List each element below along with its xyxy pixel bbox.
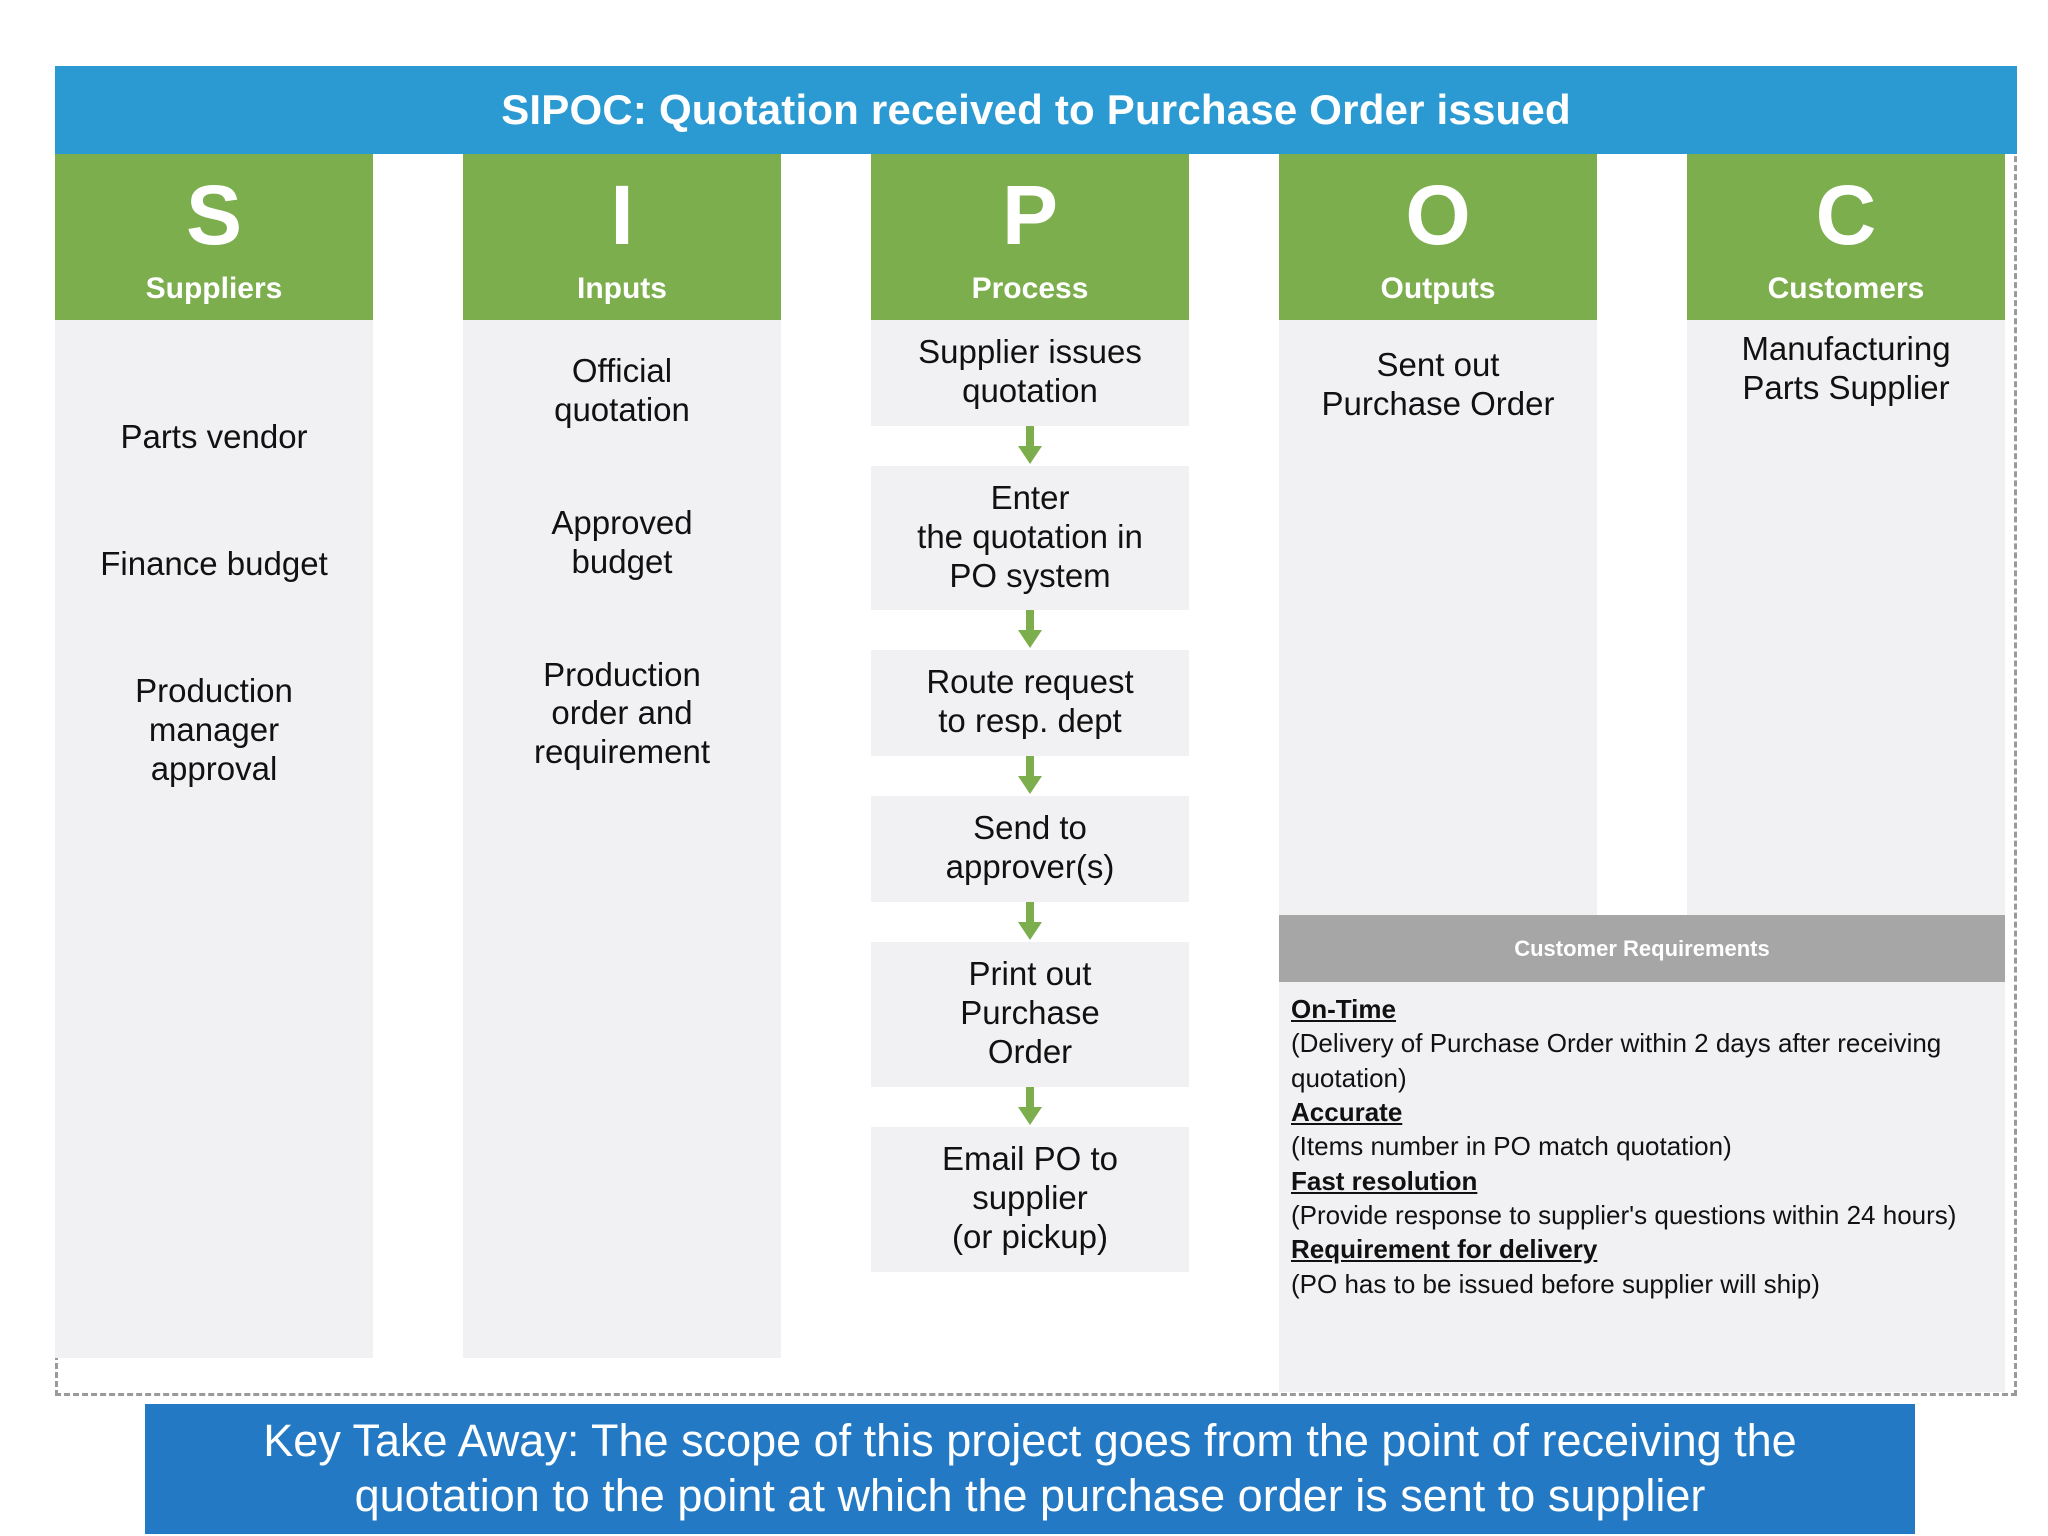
column-letter-o: O [1405, 168, 1471, 262]
list-item: Approved budget [551, 503, 693, 580]
requirement-detail: (Delivery of Purchase Order within 2 day… [1291, 1028, 1942, 1093]
list-item: Parts vendor [120, 417, 308, 455]
column-letter-s: S [185, 168, 243, 262]
process-step: Email PO to supplier (or pickup) [871, 1127, 1189, 1272]
list-item: Production order and requirement [533, 655, 711, 771]
process-step: Supplier issues quotation [871, 319, 1189, 426]
process-step: Enter the quotation in PO system [871, 465, 1189, 611]
requirement-title: Requirement for delivery [1291, 1234, 1598, 1265]
requirement-detail: (PO has to be issued before supplier wil… [1291, 1268, 1820, 1299]
requirement-title: On-Time [1291, 994, 1396, 1024]
column-label-process: Process [971, 271, 1089, 305]
requirement-detail: (Provide response to supplier's question… [1291, 1199, 1957, 1230]
process-step: Print out Purchase Order [871, 942, 1189, 1088]
arrow-down-icon [871, 756, 1189, 796]
spacer [65, 346, 363, 418]
column-label-suppliers: Suppliers [145, 271, 283, 305]
column-header-inputs: I Inputs [463, 154, 781, 320]
customer-requirements-list: On-Time (Delivery of Purchase Order with… [1279, 982, 2005, 1392]
requirement-title: Fast resolution [1291, 1165, 1478, 1196]
column-label-outputs: Outputs [1380, 271, 1496, 305]
column-body-inputs: Official quotation Approved budget Produ… [463, 319, 781, 1358]
requirement-title: Accurate [1291, 1096, 1403, 1127]
spacer [473, 582, 771, 656]
arrow-down-icon [871, 902, 1189, 942]
column-body-customers: Manufacturing Parts Supplier [1687, 319, 2005, 1016]
column-header-suppliers: S Suppliers [55, 154, 373, 320]
arrow-down-icon [871, 425, 1189, 466]
list-item: Production manager approval [135, 671, 293, 787]
column-header-process: P Process [871, 154, 1189, 320]
arrow-down-icon [871, 1087, 1189, 1127]
customer-requirements-heading: Customer Requirements [1279, 915, 2005, 982]
sipoc-column-suppliers: S Suppliers Parts vendor Finance budget … [55, 154, 373, 1358]
list-item: Manufacturing Parts Supplier [1741, 329, 1951, 406]
process-step: Send to approver(s) [871, 796, 1189, 903]
process-flow: Supplier issues quotation Enter the quot… [871, 319, 1189, 1272]
column-header-outputs: O Outputs [1279, 154, 1597, 320]
customer-requirements-panel: Customer Requirements On-Time (Delivery … [1279, 915, 2005, 1392]
key-takeaway-banner: Key Take Away: The scope of this project… [145, 1404, 1915, 1534]
page-title: SIPOC: Quotation received to Purchase Or… [55, 66, 2017, 154]
column-label-customers: Customers [1767, 271, 1925, 305]
column-letter-p: P [1001, 168, 1059, 262]
sipoc-column-inputs: I Inputs Official quotation Approved bud… [463, 154, 781, 1358]
arrow-down-icon [871, 610, 1189, 650]
spacer [65, 457, 363, 545]
list-item: Official quotation [554, 351, 690, 428]
column-header-customers: C Customers [1687, 154, 2005, 320]
column-letter-c: C [1815, 168, 1877, 262]
column-label-inputs: Inputs [577, 271, 667, 305]
list-item: Finance budget [100, 544, 328, 582]
column-letter-i: I [610, 168, 634, 262]
process-step: Route request to resp. dept [871, 650, 1189, 757]
sipoc-column-customers: C Customers Manufacturing Parts Supplier [1687, 154, 2005, 1016]
requirement-detail: (Items number in PO match quotation) [1291, 1131, 1732, 1162]
list-item: Sent out Purchase Order [1321, 345, 1555, 422]
spacer [65, 584, 363, 672]
column-body-suppliers: Parts vendor Finance budget Production m… [55, 319, 373, 1358]
spacer [473, 430, 771, 504]
sipoc-column-process: P Process Supplier issues quotation Ente… [871, 154, 1189, 1272]
